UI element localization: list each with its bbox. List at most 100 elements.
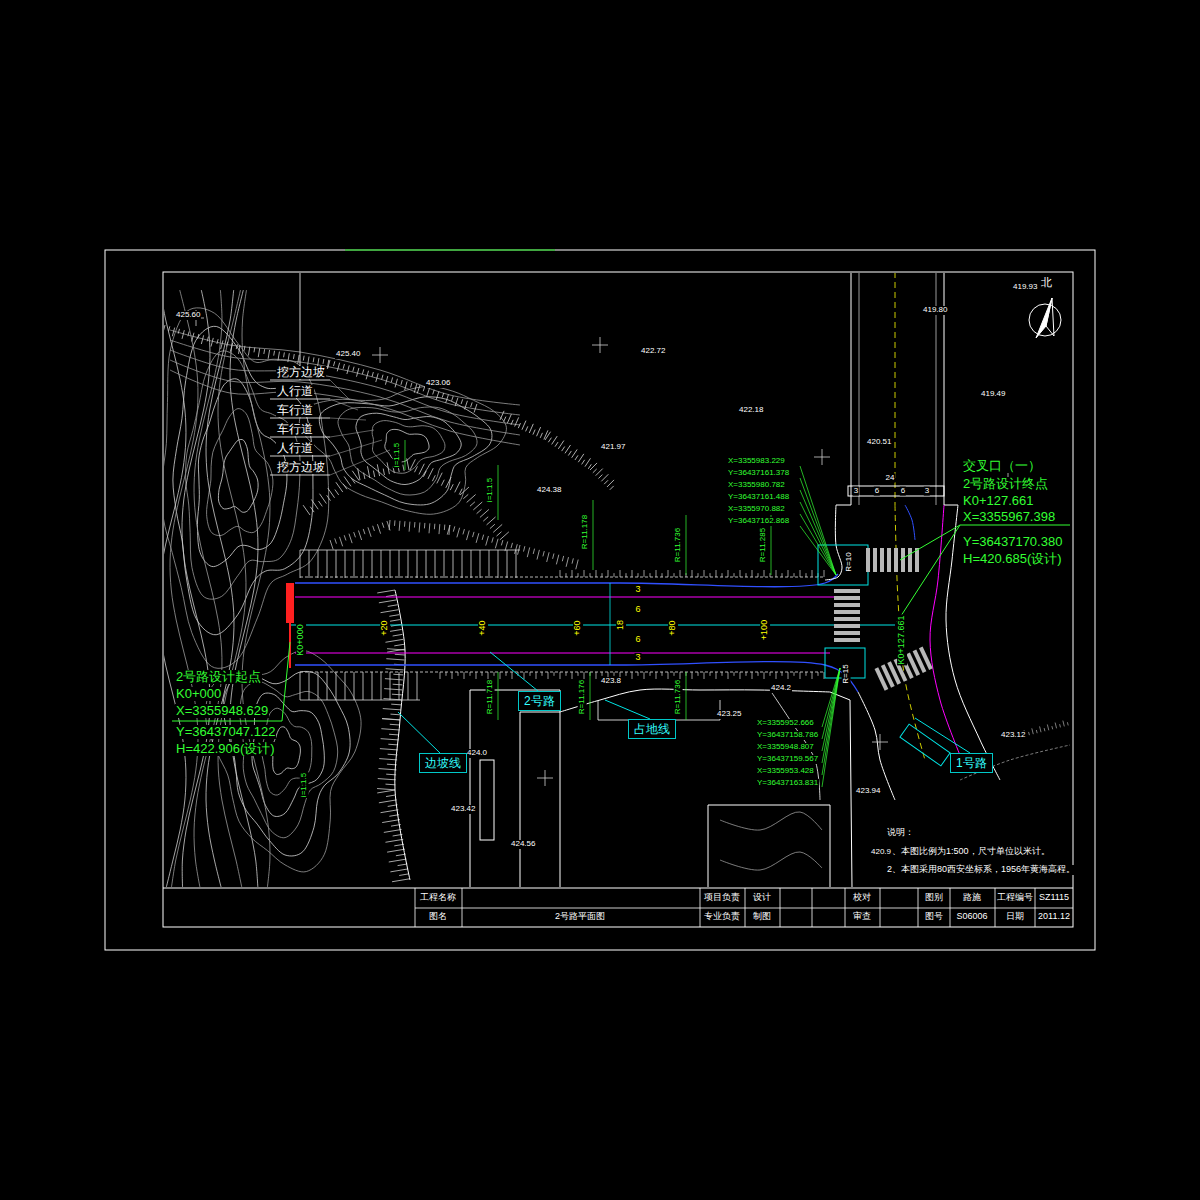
slope-hatch bbox=[758, 573, 759, 577]
slope-hatch bbox=[543, 551, 544, 556]
slope-hatch bbox=[248, 347, 249, 356]
slope-hatch bbox=[662, 672, 663, 676]
coordinate-leader bbox=[800, 502, 836, 575]
slope-hatch bbox=[818, 672, 819, 676]
contour-line bbox=[170, 350, 520, 425]
drawing-label: R=11.285 bbox=[759, 527, 768, 563]
slope-hatch bbox=[782, 672, 783, 676]
slope-hatch bbox=[377, 524, 380, 533]
slope-hatch bbox=[555, 442, 558, 447]
box-leader bbox=[398, 712, 440, 753]
slope-hatch bbox=[382, 719, 400, 720]
slope-hatch bbox=[328, 360, 330, 369]
slope-hatch bbox=[473, 502, 482, 510]
survey-cross bbox=[545, 770, 546, 786]
cut-slope-hatch bbox=[336, 550, 337, 578]
slope-hatch bbox=[437, 473, 442, 484]
cut-slope-hatch bbox=[318, 672, 319, 700]
drawing-label: +80 bbox=[668, 619, 678, 636]
slope-hatch bbox=[770, 672, 771, 676]
outer-frame bbox=[105, 250, 1095, 950]
slope-hatch bbox=[377, 790, 395, 793]
slope-hatch bbox=[432, 475, 435, 481]
slope-hatch bbox=[500, 411, 504, 420]
slope-hatch bbox=[263, 349, 265, 354]
slope-hatch bbox=[482, 535, 484, 540]
drawing-label: 校对 bbox=[852, 893, 872, 903]
slope-hatch bbox=[230, 343, 232, 352]
slope-hatch bbox=[692, 570, 693, 577]
slope-hatch bbox=[391, 377, 392, 382]
slope-hatch bbox=[211, 338, 213, 347]
slope-hatch bbox=[710, 672, 711, 676]
building-outline bbox=[708, 805, 709, 887]
zebra-stripe bbox=[834, 603, 860, 607]
drawing-label: 424.0 bbox=[466, 749, 488, 758]
slope-hatch bbox=[335, 538, 337, 543]
road-edge bbox=[295, 662, 858, 692]
slope-hatch bbox=[746, 672, 747, 676]
slope-hatch bbox=[476, 533, 479, 543]
slope-hatch bbox=[198, 334, 199, 339]
start-line bbox=[289, 583, 291, 668]
slope-hatch bbox=[293, 354, 295, 359]
slope-hatch bbox=[578, 672, 579, 676]
slope-hatch bbox=[310, 507, 314, 512]
slope-hatch bbox=[800, 672, 801, 679]
slope-hatch bbox=[764, 570, 765, 577]
slope-hatch bbox=[457, 528, 460, 538]
slope-hatch bbox=[438, 524, 440, 534]
coordinate-leader bbox=[822, 668, 840, 787]
slope-hatch bbox=[351, 478, 355, 483]
drawing-label: 3 bbox=[634, 585, 641, 595]
slope-hatch bbox=[414, 466, 417, 472]
slope-hatch bbox=[383, 469, 384, 475]
title-block-line bbox=[845, 888, 846, 927]
slope-hatch bbox=[788, 672, 789, 679]
slope-hatch bbox=[392, 879, 410, 882]
slope-hatch bbox=[405, 381, 407, 390]
slope-hatch bbox=[303, 505, 310, 515]
drawing-label: 423.12 bbox=[1000, 731, 1026, 740]
slope-hatch bbox=[283, 352, 285, 357]
slope-hatch bbox=[553, 553, 554, 558]
slope-hatch bbox=[343, 484, 347, 489]
slope-hatch bbox=[800, 570, 801, 577]
title-block-line bbox=[780, 888, 781, 927]
slope-hatch bbox=[452, 396, 454, 401]
survey-cross bbox=[600, 337, 601, 353]
title-block-line bbox=[812, 888, 813, 927]
drawing-label: K0+000 bbox=[296, 623, 306, 656]
slope-hatch bbox=[398, 864, 408, 866]
drawing-label: X=3355953.428 bbox=[756, 767, 815, 776]
slope-hatch bbox=[377, 590, 395, 593]
slope-hatch bbox=[794, 573, 795, 577]
cut-slope-hatch bbox=[417, 672, 418, 700]
slope-hatch bbox=[824, 672, 825, 679]
contour-line bbox=[272, 727, 300, 775]
drawing-label: Y=36437047.122 bbox=[175, 725, 276, 739]
title-block-line bbox=[745, 888, 746, 927]
drawing-label: 424.38 bbox=[536, 486, 562, 495]
slope-hatch bbox=[404, 521, 405, 526]
zebra-stripe bbox=[834, 610, 860, 614]
drawing-label: 审查 bbox=[852, 912, 872, 922]
slope-hatch bbox=[565, 445, 571, 453]
drawing-label: 24 bbox=[885, 474, 896, 483]
slope-hatch bbox=[192, 333, 194, 342]
slope-hatch bbox=[533, 430, 535, 435]
cross-road-centerline bbox=[895, 273, 896, 505]
cut-slope-hatch bbox=[363, 550, 364, 578]
slope-hatch bbox=[650, 573, 651, 577]
slope-hatch bbox=[382, 375, 383, 380]
cut-slope-hatch bbox=[345, 672, 346, 700]
slope-hatch bbox=[572, 570, 573, 577]
cut-slope-hatch bbox=[381, 550, 382, 578]
contour-line bbox=[194, 290, 222, 887]
cut-slope-hatch bbox=[408, 550, 409, 578]
slope-hatch bbox=[578, 573, 579, 577]
slope-hatch bbox=[638, 573, 639, 577]
slope-hatch bbox=[366, 371, 368, 380]
slope-hatch bbox=[812, 672, 813, 679]
